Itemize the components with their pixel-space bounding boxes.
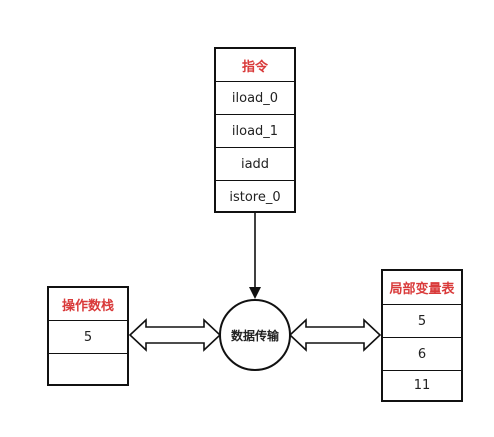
instruction-to-transfer-arrowhead — [249, 287, 261, 299]
local-var-table: 局部变量表 5 6 11 — [381, 269, 463, 402]
instruction-row: iload_0 — [216, 82, 294, 115]
local-var-row: 11 — [413, 378, 431, 393]
instruction-row: iload_1 — [216, 115, 294, 148]
operand-stack-row: 5 — [49, 321, 127, 354]
instruction-table: 指令 iload_0 iload_1 iadd istore_0 — [214, 47, 296, 213]
operand-stack-header: 操作数栈 — [49, 288, 127, 321]
transfer-label: 数据传输 — [230, 328, 279, 343]
local-var-row: 5 — [383, 305, 461, 338]
operand-stack-table: 操作数栈 5 — [47, 286, 129, 386]
local-var-header: 局部变量表 — [383, 271, 461, 305]
instruction-row: iadd — [216, 148, 294, 181]
operand-stack-row — [49, 354, 127, 384]
right-double-arrow — [288, 318, 382, 352]
left-double-arrow — [128, 318, 222, 352]
local-var-row: 6 — [383, 338, 461, 371]
instruction-table-header: 指令 — [216, 49, 294, 82]
instruction-row: istore_0 — [229, 189, 281, 205]
